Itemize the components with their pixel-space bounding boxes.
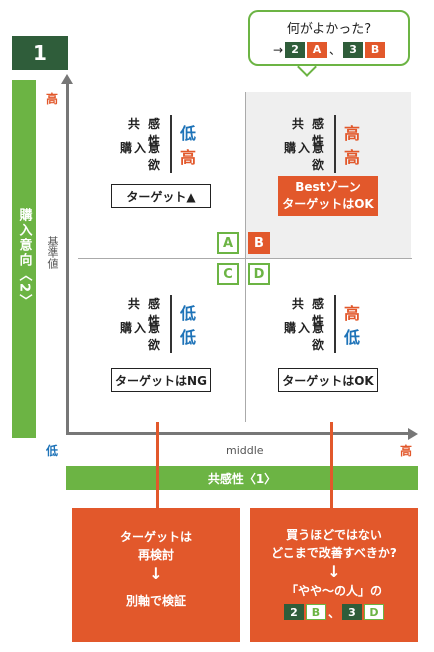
- arrow-down-icon: ↓: [149, 564, 163, 583]
- empathy-key: 共 感 性: [272, 115, 336, 149]
- best-zone-line1: Bestゾーン: [295, 180, 361, 194]
- y-axis-high-label: 高: [46, 92, 59, 106]
- right-connector-line: [330, 422, 333, 508]
- intent-key: 購入意欲: [272, 319, 336, 353]
- empathy-value: 低: [180, 304, 197, 323]
- y-axis-line: [66, 80, 69, 434]
- right-callout-line2: どこまで改善すべきか?: [271, 546, 397, 560]
- chip-number-3: 3: [343, 41, 364, 58]
- target-ok-box: ターゲットはOK: [278, 368, 378, 392]
- target-caution-box: ターゲット▲: [111, 184, 211, 208]
- best-zone-box: Bestゾーン ターゲットはOK: [278, 176, 378, 216]
- y-axis-title-bar: 購入意向〈2〉: [12, 80, 36, 438]
- chip-number-3: 3: [342, 604, 362, 620]
- intent-value: 低: [344, 328, 361, 347]
- intent-value: 高: [180, 148, 197, 167]
- cell-b: B: [248, 232, 270, 254]
- x-axis-high-label: 高: [400, 444, 413, 458]
- bubble-question: 何がよかった?: [286, 22, 372, 37]
- chip-letter-d: D: [364, 604, 384, 620]
- best-zone-background: [245, 92, 411, 258]
- x-axis-title-bar: 共感性〈1〉: [66, 466, 418, 490]
- vertical-midline: [245, 92, 246, 422]
- cell-a: A: [217, 232, 239, 254]
- section-number-badge: 1: [12, 36, 68, 70]
- intent-key: 購入意欲: [272, 139, 336, 173]
- left-callout-line3: 別軸で検証: [125, 594, 186, 608]
- empathy-value: 高: [344, 304, 361, 323]
- intent-value: 低: [180, 328, 197, 347]
- x-axis-arrow-icon: [408, 428, 418, 440]
- empathy-value: 高: [344, 124, 361, 143]
- y-axis-low-label: 低: [46, 444, 59, 458]
- cell-d: D: [248, 263, 270, 285]
- chip-number-2: 2: [283, 604, 304, 620]
- left-connector-line: [156, 422, 159, 508]
- left-callout-box: ターゲットは 再検討 ↓ 別軸で検証: [72, 508, 240, 642]
- right-callout-box: 買うほどではない どこまで改善すべきか? ↓ 「やや〜の人」の 2 B 、 3 …: [250, 508, 418, 642]
- intent-key: 購入意欲: [108, 319, 172, 353]
- empathy-key: 共 感 性: [108, 115, 172, 149]
- chip-number-2: 2: [285, 41, 306, 58]
- best-zone-line2: ターゲットはOK: [282, 197, 374, 211]
- empathy-key: 共 感 性: [272, 295, 336, 329]
- chip-letter-b: B: [365, 41, 386, 58]
- target-ng-box: ターゲットはNG: [111, 368, 211, 392]
- chip-separator: 、: [327, 606, 340, 620]
- empathy-value: 低: [180, 124, 197, 143]
- baseline-label: 基準値: [46, 236, 59, 269]
- quadrant-bottom-left: 共 感 性 低 購入意欲 低: [108, 295, 238, 353]
- quadrant-top-right: 共 感 性 高 購入意欲 高: [272, 115, 402, 173]
- y-axis-arrow-icon: [61, 74, 73, 84]
- intent-value: 高: [344, 148, 361, 167]
- x-axis-line: [66, 432, 412, 435]
- cell-c: C: [217, 263, 239, 285]
- intent-key: 購入意欲: [108, 139, 172, 173]
- x-axis-middle-label: middle: [226, 444, 264, 457]
- right-callout-chips: 2 B 、 3 D: [250, 604, 418, 621]
- question-bubble: 何がよかった? → 2 A 、 3 B: [248, 10, 410, 66]
- right-callout-line1: 買うほどではない: [286, 528, 382, 542]
- bubble-answer-row: → 2 A 、 3 B: [250, 41, 408, 58]
- arrow-right-icon: →: [272, 42, 284, 57]
- quadrant-bottom-right: 共 感 性 高 購入意欲 低: [272, 295, 402, 353]
- arrow-down-icon: ↓: [327, 562, 341, 581]
- quadrant-top-left: 共 感 性 低 購入意欲 高: [108, 115, 238, 173]
- left-callout-line2: 再検討: [137, 548, 174, 562]
- chip-separator: 、: [329, 43, 342, 57]
- right-callout-line3: 「やや〜の人」の: [285, 584, 382, 598]
- chip-letter-b: B: [305, 604, 326, 620]
- left-callout-line1: ターゲットは: [119, 530, 192, 544]
- chip-letter-a: A: [307, 41, 328, 58]
- empathy-key: 共 感 性: [108, 295, 172, 329]
